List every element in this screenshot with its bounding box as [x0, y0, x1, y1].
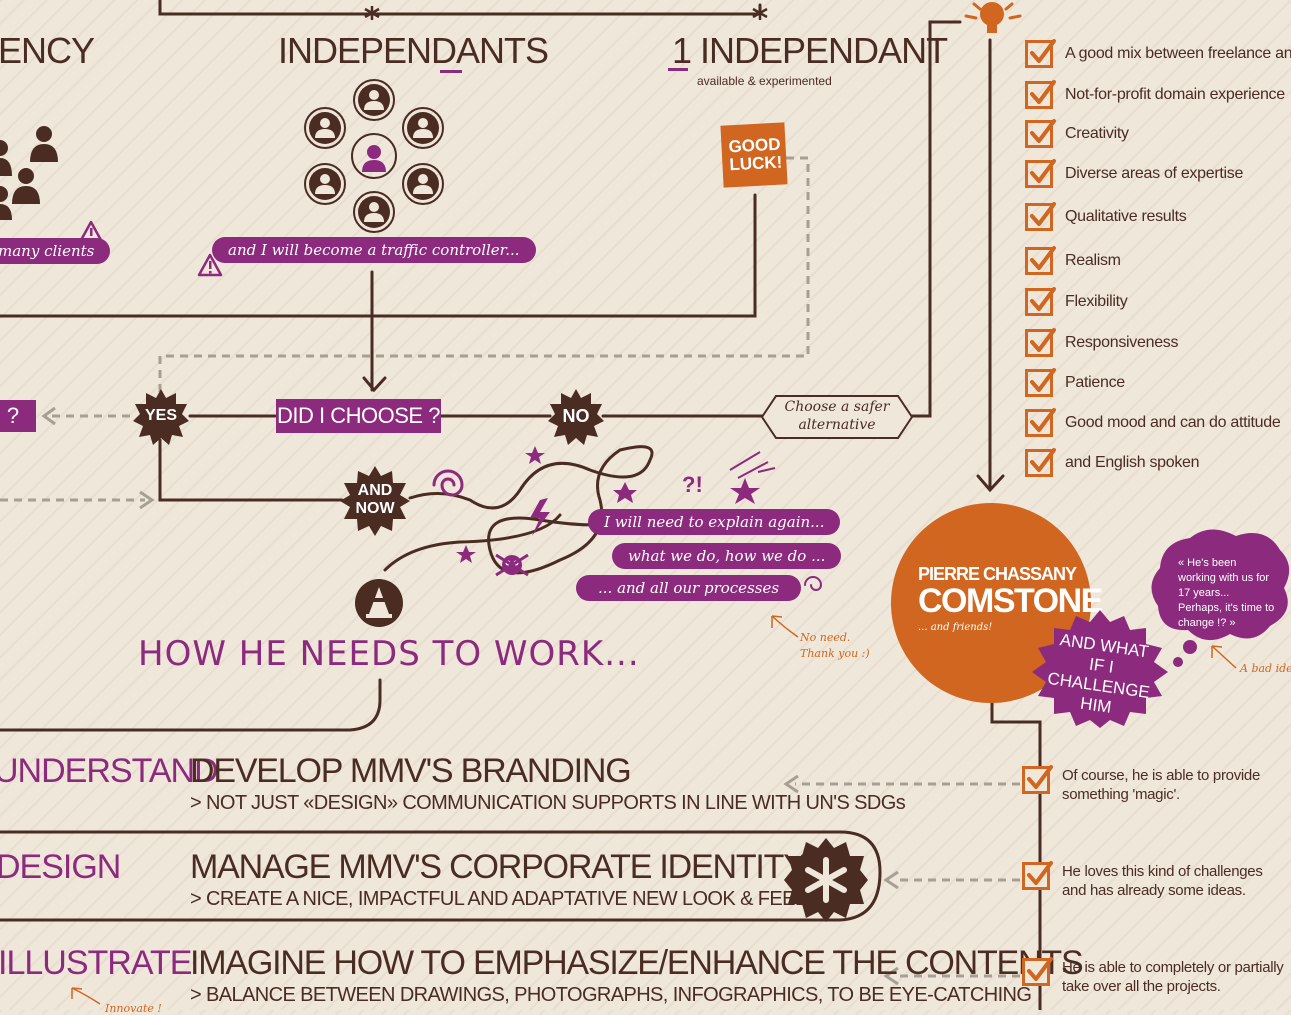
checkbox-icon [1025, 368, 1056, 397]
checklist-label: Patience [1065, 374, 1125, 391]
network-icon [304, 79, 444, 233]
checkbox-icon [1025, 448, 1056, 477]
safer-alternative-frame [760, 395, 914, 439]
checklist-item: Not-for-profit domain experience [1025, 77, 1285, 113]
asterisk-badge-icon [784, 838, 868, 922]
processes-bubble: ... and all our processes [576, 575, 802, 601]
safer-alternative-label: Choose a safer alternative [784, 399, 890, 433]
agency-heading: ENCY [0, 30, 95, 71]
work-row-verb: ILLUSTRATE [0, 944, 192, 982]
checkbox-icon [1025, 119, 1056, 148]
checklist-label: A good mix between freelance and ag [1065, 45, 1291, 62]
checkbox-icon [1025, 39, 1056, 68]
thought-bubble-text: « He's been working with us for 17 years… [1178, 557, 1275, 629]
checkbox-icon [1022, 957, 1053, 986]
and-now-badge-shape [340, 466, 410, 536]
checkbox-icon [1022, 861, 1053, 890]
checklist-item: Qualitative results [1025, 199, 1187, 235]
checklist-item: and English spoken [1025, 445, 1200, 481]
work-row-verb: UNDERSTAND [0, 752, 219, 790]
one-independant-subtitle: available & experimented [697, 74, 832, 88]
checklist-item: Diverse areas of expertise [1025, 156, 1243, 192]
checklist-label: Flexibility [1065, 293, 1128, 310]
thought-bubble-shape [1151, 529, 1290, 641]
work-row-title: IMAGINE HOW TO EMPHASIZE/ENHANCE THE CON… [190, 944, 1084, 982]
people-icon [0, 126, 58, 220]
checkbox-icon [1025, 287, 1056, 316]
checklist-label: Good mood and can do attitude [1065, 414, 1281, 431]
answer-item: He is able to completely or partially ta… [1022, 957, 1287, 996]
no-badge-shape [548, 389, 604, 445]
warning-icon [197, 253, 223, 277]
person-last-name: COMSTONE [918, 582, 1103, 620]
yes-badge-shape [133, 389, 189, 445]
independants-heading: INDEPENDANTS [278, 30, 549, 71]
checklist-item: Good mood and can do attitude [1025, 405, 1281, 441]
answer-label: He is able to completely or partially ta… [1062, 959, 1284, 995]
checklist-label: Creativity [1065, 125, 1129, 142]
checklist-label: Realism [1065, 252, 1121, 269]
work-row-title: MANAGE MMV'S CORPORATE IDENTITY [190, 848, 806, 886]
checklist-item: Flexibility [1025, 284, 1128, 320]
work-row-subtitle: > BALANCE BETWEEN DRAWINGS, PHOTOGRAPHS,… [190, 984, 1032, 1006]
what-we-do-bubble: what we do, how we do ... [612, 543, 842, 569]
did-i-choose-banner: DID I CHOOSE ? [276, 399, 441, 433]
work-row-subtitle: > NOT JUST «DESIGN» COMMUNICATION SUPPOR… [190, 792, 906, 814]
how-he-needs-title: HOW HE NEEDS TO WORK... [138, 634, 640, 674]
one-independant-heading: 1 INDEPENDANT [672, 30, 948, 71]
challenge-badge: AND WHAT IF I CHALLENGE HIM [1046, 630, 1151, 717]
underline-mark [440, 70, 462, 73]
interrobang: ?! [682, 472, 703, 497]
checklist-label: Qualitative results [1065, 208, 1187, 225]
checklist-item: Responsiveness [1025, 325, 1179, 361]
good-luck-badge: GOOD LUCK! [720, 122, 788, 188]
checkbox-icon [1025, 408, 1056, 437]
bad-idea-note: A bad ide [1240, 662, 1291, 675]
checkbox-icon [1022, 765, 1053, 794]
innovate-note: Innovate ! [105, 1002, 162, 1015]
and-now-badge: AND NOW [355, 482, 395, 517]
work-row-verb: DESIGN [0, 848, 121, 886]
yes-badge: YES [144, 407, 177, 424]
traffic-cone-icon [355, 579, 403, 627]
checklist-label: Not-for-profit domain experience [1065, 86, 1285, 103]
checklist-item: Patience [1025, 365, 1125, 401]
checkbox-icon [1025, 80, 1056, 109]
person-friends: ... and friends! [918, 622, 993, 633]
work-row-subtitle: > CREATE A NICE, IMPACTFUL AND ADAPTATIV… [190, 888, 806, 910]
checklist-label: Responsiveness [1065, 334, 1179, 351]
checklist-item: A good mix between freelance and ag [1025, 36, 1291, 72]
checkbox-icon [1025, 202, 1056, 231]
work-row-title: DEVELOP MMV'S BRANDING [190, 752, 632, 790]
checkbox-icon [1025, 328, 1056, 357]
many-clients-bubble: many clients [0, 238, 111, 264]
skull-icon [495, 553, 529, 577]
checklist-item: Realism [1025, 243, 1121, 279]
checklist-label: and English spoken [1065, 454, 1200, 471]
left-question-badge: ? [0, 400, 36, 432]
checkbox-icon [1025, 246, 1056, 275]
lightbulb-icon [964, 2, 1022, 33]
answer-label: He loves this kind of challenges and has… [1062, 863, 1263, 899]
challenge-badge-shape [1032, 610, 1168, 728]
underline-mark [668, 68, 688, 71]
answer-item: Of course, he is able to provide somethi… [1022, 765, 1287, 804]
no-badge: NO [562, 406, 590, 426]
answer-label: Of course, he is able to provide somethi… [1062, 767, 1261, 803]
answer-item: He loves this kind of challenges and has… [1022, 861, 1287, 900]
checklist-item: Creativity [1025, 116, 1129, 152]
person-first-name: PIERRE CHASSANY [918, 564, 1077, 584]
checklist-label: Diverse areas of expertise [1065, 165, 1244, 182]
traffic-controller-bubble: and I will become a traffic controller..… [212, 237, 536, 263]
explain-again-bubble: I will need to explain again... [588, 509, 841, 535]
no-need-note: No need. Thank you :) [800, 631, 870, 660]
checkbox-icon [1025, 159, 1056, 188]
